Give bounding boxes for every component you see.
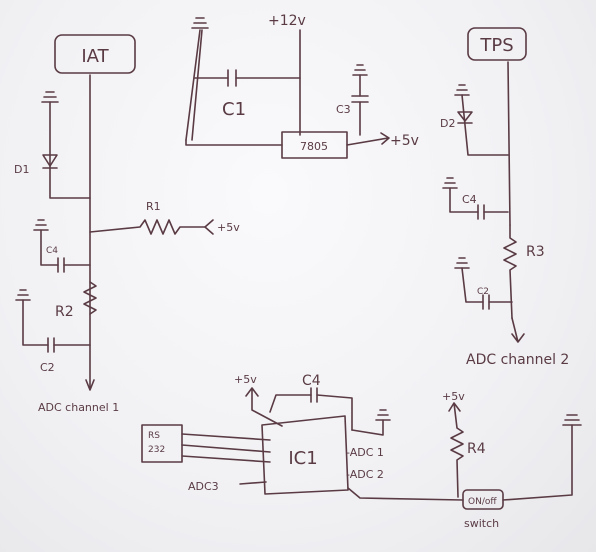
power-output-label: +5v [390,133,419,149]
iat-c2-label: C2 [40,361,55,374]
iat-d1-ground-icon [41,91,59,103]
ic-adc3-wire [239,481,267,485]
iat-title: IAT [81,46,109,67]
ic-c4-wire [269,394,353,431]
ic-section: +5v C4 RS 232 IC1 -ADC 1 -ADC 2 ADC3 +5v… [141,373,582,530]
tps-c4-capacitor-icon [477,204,485,220]
iat-c4-capacitor-icon [57,257,65,273]
ic-r4-label: R4 [467,441,486,457]
tps-bus-wire [507,61,511,226]
iat-c4-label: C4 [46,246,58,256]
iat-r2-resistor [83,281,97,315]
ic-switch-label: ON/off [468,497,497,507]
tps-c4-ground-icon [442,177,458,189]
ic-r4-supply-label: +5v [442,390,465,403]
ic-c4-label: C4 [302,373,321,389]
ic-adc2-label: -ADC 2 [346,468,384,481]
iat-r2-label: R2 [55,304,74,320]
iat-c2-ground-icon [15,289,31,301]
iat-r1-resistor [89,219,206,235]
iat-output-label: ADC channel 1 [38,401,119,414]
ic-adc1-label: -ADC 1 [346,446,384,459]
tps-title: TPS [479,35,513,56]
tps-d2-wire [461,94,509,156]
iat-d1-wire [49,101,91,199]
power-bottom-wire [185,139,283,146]
ic-ground-icon [375,409,391,421]
iat-c4-wire [40,229,91,266]
tps-r3-label: R3 [526,244,545,260]
ic-rs232-box [141,424,183,463]
power-c1-label: C1 [222,99,246,120]
ic-c4-capacitor-icon [310,387,318,403]
tps-r3-resistor [503,224,517,319]
tps-section: TPS D2 C4 R3 C2 ADC channel 2 [440,27,569,368]
tps-c2-ground-icon [454,257,470,269]
ic-rs232-label-1: RS [148,431,160,441]
ic-switch-ground-wire [502,424,573,501]
tps-d2-ground-icon [454,84,470,96]
tps-c4-wire [449,187,509,213]
ic-supply-wire [245,387,283,427]
tps-d2-diode-icon [457,111,473,124]
iat-c2-capacitor-icon [47,337,55,353]
ic-ic1-chip [261,415,349,495]
ic-switch-ground-icon [562,414,582,426]
tps-c2-wire [461,267,513,303]
ic-rs232-wires [181,433,271,463]
tps-output-label: ADC channel 2 [466,352,569,368]
iat-r1-label: R1 [146,200,161,213]
ic-supply-label: +5v [234,373,257,386]
iat-d1-label: D1 [14,163,29,176]
power-output-arrow [346,132,390,146]
ic-switch-caption: switch [464,517,499,530]
iat-r1-supply: +5v [217,221,240,234]
power-c1-capacitor-icon [227,69,237,87]
power-section: +12v C1 7805 C3 +5v [185,13,419,159]
power-c3-capacitor-icon [351,95,369,103]
tps-c2-capacitor-icon [482,294,490,310]
power-ground-icon [191,17,209,29]
iat-r1-supply-arrow [204,219,214,235]
power-ground-wire [185,29,203,141]
iat-title-box [54,34,136,74]
iat-d1-diode-icon [42,154,58,169]
ic-r4-resistor [448,402,464,498]
iat-c2-wire [22,299,91,346]
power-input-label: +12v [268,13,306,29]
tps-output-arrow [511,317,525,343]
ic-ground-wire [351,419,384,436]
iat-section: IAT D1 R1 +5v C4 R2 C2 ADC channel 1 [14,34,240,414]
tps-d2-label: D2 [440,117,455,130]
tps-c2-label: C2 [477,287,489,297]
power-regulator-label: 7805 [300,140,328,153]
power-c3-ground-icon [352,64,368,76]
ic-ic1-label: IC1 [288,448,317,469]
power-c3-label: C3 [336,103,351,116]
tps-c4-label: C4 [462,193,477,206]
iat-output-arrow [85,379,95,391]
tps-title-box [467,27,527,61]
ic-rs232-label-2: 232 [148,445,165,455]
ic-adc3-label: ADC3 [188,480,219,493]
iat-c4-ground-icon [33,219,49,231]
ic-switch-wire [347,487,464,501]
